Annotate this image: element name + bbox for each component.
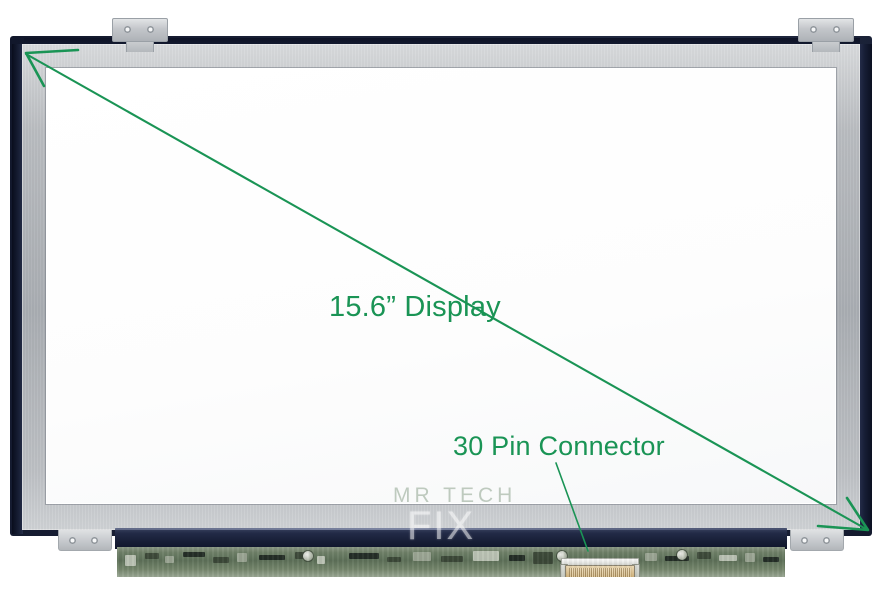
- pcb-ground-pad: [677, 550, 687, 560]
- pcb-ground-pad: [557, 551, 567, 561]
- pcb-component: [509, 555, 525, 561]
- display-size-label: 15.6” Display: [329, 291, 501, 323]
- pcb-component: [745, 553, 755, 562]
- display-screen-surface: [46, 68, 836, 504]
- pcb-component: [213, 557, 229, 563]
- pcb-component: [237, 553, 247, 562]
- pcb-component: [295, 552, 307, 559]
- connector-label: 30 Pin Connector: [453, 431, 665, 461]
- bracket-screw-hole: [833, 26, 840, 33]
- bracket-screw-hole: [810, 26, 817, 33]
- pcb-component: [719, 555, 737, 561]
- pcb-component: [441, 556, 463, 562]
- pcb-component: [413, 552, 431, 561]
- pcb-component: [697, 552, 711, 559]
- panel-left-edge: [12, 44, 23, 534]
- tab-screw-hole: [823, 537, 830, 544]
- pcb-component: [533, 552, 553, 564]
- pcb-dark-cover-bar: [115, 528, 787, 549]
- pcb-green-board: [117, 547, 785, 577]
- pcb-component: [665, 556, 689, 561]
- mounting-bracket-top-right: [798, 18, 854, 42]
- pcb-component: [183, 552, 205, 557]
- tab-screw-hole: [69, 537, 76, 544]
- pcb-component: [165, 556, 174, 563]
- tab-screw-hole: [801, 537, 808, 544]
- pcb-component: [387, 557, 401, 562]
- connector-side-ear: [632, 564, 640, 577]
- connector-latch: [561, 558, 639, 567]
- mounting-tab-bottom-right: [790, 530, 844, 551]
- connector-side-ear: [560, 564, 568, 577]
- pcb-component: [349, 553, 379, 559]
- panel-right-edge: [858, 44, 872, 530]
- bracket-screw-hole: [124, 26, 131, 33]
- pcb-ground-pad: [303, 551, 313, 561]
- pcb-component: [645, 553, 657, 561]
- mounting-bracket-top-left: [112, 18, 168, 42]
- tab-screw-hole: [91, 537, 98, 544]
- pcb-component: [317, 556, 325, 564]
- connector-pin-body: [565, 565, 635, 577]
- bracket-screw-hole: [147, 26, 154, 33]
- pcb-component: [125, 555, 136, 566]
- pcb-component: [763, 557, 779, 562]
- pcb-component: [473, 551, 499, 561]
- lcd-30-pin-connector: [560, 558, 640, 577]
- mounting-tab-bottom-left: [58, 530, 112, 551]
- pcb-component: [259, 555, 285, 560]
- bottom-pcb-assembly: [115, 528, 787, 580]
- pcb-component: [145, 553, 159, 559]
